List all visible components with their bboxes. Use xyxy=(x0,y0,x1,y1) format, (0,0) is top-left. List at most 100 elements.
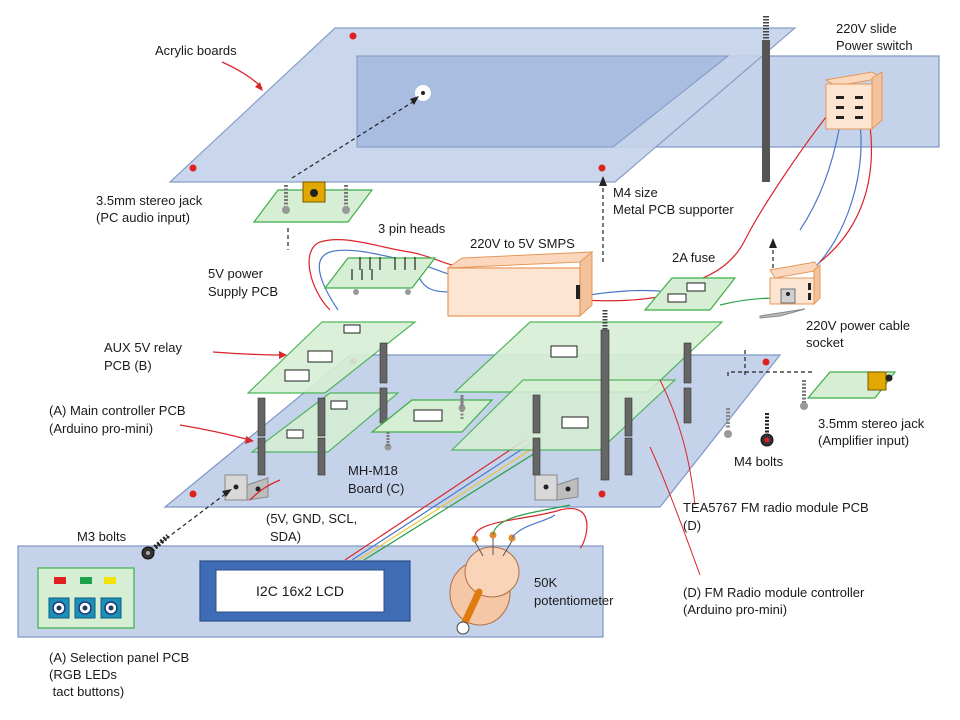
label-supply-pcb-2: Supply PCB xyxy=(208,284,278,299)
labels: Acrylic boards 220V slide Power switch 3… xyxy=(49,21,925,699)
component xyxy=(561,416,589,429)
supply-pcb xyxy=(323,257,437,295)
label-cable-socket-2: socket xyxy=(806,335,844,350)
tact-button xyxy=(100,597,122,619)
relay-pcb xyxy=(246,321,417,394)
led-green xyxy=(80,577,92,584)
component xyxy=(413,409,443,422)
standoff-group xyxy=(257,342,388,476)
wire-red xyxy=(474,507,588,549)
label-amp-jack-2: (Amplifier input) xyxy=(818,433,909,448)
tall-supporter-pole xyxy=(762,16,770,182)
fuse-pcb xyxy=(643,277,737,311)
label-supply-pcb: 5V power xyxy=(208,266,264,281)
component xyxy=(286,429,304,439)
m4-bolt xyxy=(724,408,732,438)
label-m4-bolts: M4 bolts xyxy=(734,454,784,469)
fm-controller-pcb xyxy=(450,379,677,451)
label-bus: (5V, GND, SCL, xyxy=(266,511,357,526)
label-slide-switch-2: Power switch xyxy=(836,38,913,53)
label-pc-jack: 3.5mm stereo jack xyxy=(96,193,203,208)
label-m3-bolts: M3 bolts xyxy=(77,529,127,544)
lcd-module: I2C 16x2 LCD xyxy=(199,560,411,622)
mount-hole-marker xyxy=(189,490,197,498)
lcd-label: I2C 16x2 LCD xyxy=(256,583,344,599)
pc-audio-jack-pcb xyxy=(252,181,374,223)
tact-button xyxy=(48,597,70,619)
component xyxy=(343,324,361,334)
led-red xyxy=(54,577,66,584)
component xyxy=(307,350,333,363)
smps-module xyxy=(446,250,594,318)
power-cable-socket xyxy=(759,261,821,319)
component xyxy=(284,369,310,382)
label-m4-supporter: M4 size xyxy=(613,185,658,200)
wire-blue xyxy=(811,111,862,271)
slide-power-switch xyxy=(824,71,884,131)
fuse xyxy=(667,293,687,303)
label-main-controller: (A) Main controller PCB xyxy=(49,403,186,418)
m3-bolt xyxy=(141,534,170,560)
label-tea5767: TEA5767 FM radio module PCB xyxy=(683,500,869,515)
label-cable-socket: 220V power cable xyxy=(806,318,910,333)
wire-blue xyxy=(351,443,531,561)
mount-hole-marker xyxy=(598,164,606,172)
bolt xyxy=(282,185,350,214)
label-main-controller-2: (Arduino pro-mini) xyxy=(49,421,153,436)
top-acrylic-board xyxy=(168,27,940,183)
label-selection-panel-3: tact buttons) xyxy=(49,684,124,699)
label-relay-pcb-2: PCB (B) xyxy=(104,358,152,373)
wire-blue xyxy=(511,514,556,539)
tact-button xyxy=(74,597,96,619)
wire-red xyxy=(819,111,873,263)
led-yellow xyxy=(104,577,116,584)
wire-green xyxy=(492,504,571,536)
label-selection-panel: (A) Selection panel PCB xyxy=(49,650,189,665)
selection-panel-pcb xyxy=(37,567,135,629)
label-selection-panel-2: (RGB LEDs xyxy=(49,667,117,682)
wire-green xyxy=(363,449,541,561)
arrowheads xyxy=(222,96,777,497)
component xyxy=(550,345,578,358)
jack-hole-center xyxy=(421,91,425,95)
leader-lines xyxy=(649,379,701,576)
label-potentiometer-2: potentiometer xyxy=(534,593,614,608)
label-m4-supporter-2: Metal PCB supporter xyxy=(613,202,734,217)
label-mh-board-2: Board (C) xyxy=(348,481,404,496)
wire-yellow xyxy=(357,446,536,561)
label-tea5767-2: (D) xyxy=(683,518,701,533)
m4-bolt xyxy=(760,413,774,447)
l-bracket xyxy=(224,474,269,501)
label-fuse: 2A fuse xyxy=(672,250,715,265)
label-smps: 220V to 5V SMPS xyxy=(470,236,575,251)
wire-red xyxy=(344,439,526,561)
mount-hole-marker xyxy=(598,490,606,498)
label-amp-jack: 3.5mm stereo jack xyxy=(818,416,925,431)
label-pinheads: 3 pin heads xyxy=(378,221,446,236)
mount-hole-marker xyxy=(349,32,357,40)
label-fm-controller: (D) FM Radio module controller xyxy=(683,585,865,600)
pointer-arrowheads xyxy=(245,82,287,444)
component xyxy=(330,400,348,410)
front-panel: I2C 16x2 LCD xyxy=(17,531,604,638)
wire-blue xyxy=(417,274,451,293)
top-acrylic-inner xyxy=(356,55,730,148)
mount-hole-marker xyxy=(762,358,770,366)
pointer-arrows xyxy=(179,61,283,501)
mount-hole-marker xyxy=(189,164,197,172)
label-mh-board: MH-M18 xyxy=(348,463,398,478)
label-slide-switch: 220V slide xyxy=(836,21,897,36)
wire-green xyxy=(719,297,779,306)
label-potentiometer: 50K xyxy=(534,575,557,590)
standoff-group xyxy=(532,310,692,481)
stereo-jack xyxy=(867,371,887,391)
wire-blue xyxy=(318,249,453,311)
label-bus-2: SDA) xyxy=(270,529,301,544)
l-bracket xyxy=(534,474,579,501)
fuse xyxy=(686,282,706,292)
alignment-guides xyxy=(154,99,812,548)
label-acrylic-boards: Acrylic boards xyxy=(155,43,237,58)
amp-audio-jack-pcb xyxy=(800,371,897,410)
label-pc-jack-2: (PC audio input) xyxy=(96,210,190,225)
